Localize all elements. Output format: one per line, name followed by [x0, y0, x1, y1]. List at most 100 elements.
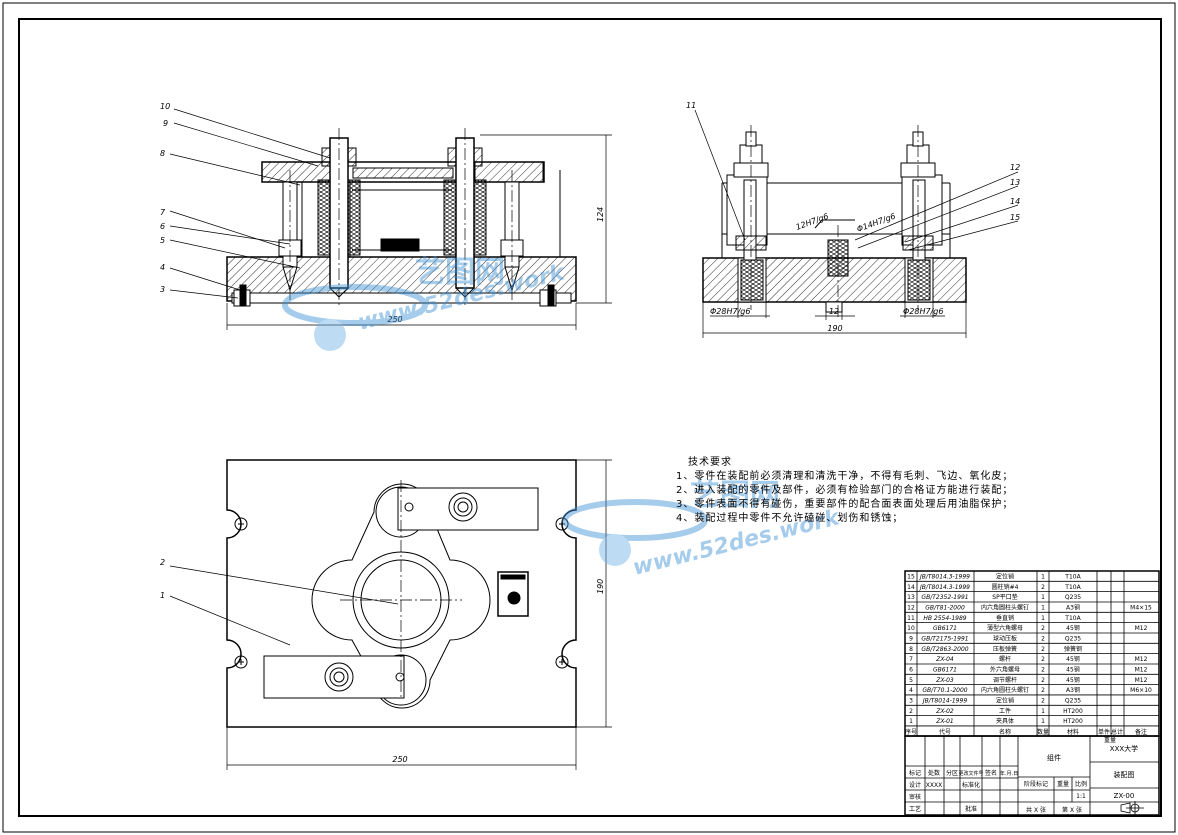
tb-date: 年.月.日 — [1000, 770, 1018, 777]
technical-notes: 技术要求 1、零件在装配前必须清理和清洗干净，不得有毛刺、飞边、氧化皮； 2、进… — [676, 456, 1013, 526]
bom-cell-qty: 2 — [1041, 584, 1045, 591]
bom-cell-name: 内六角圆柱头螺钉 — [981, 603, 1029, 611]
bom-cell-qty: 2 — [1041, 697, 1045, 704]
part-name: 组件 — [1047, 753, 1061, 762]
bom-cell-material: A3钢 — [1066, 603, 1080, 611]
bom-cell-qty: 1 — [1041, 594, 1045, 601]
side-fit-a: 12H7/g6 — [795, 212, 830, 232]
bom-cell-material: HT200 — [1063, 708, 1083, 715]
balloon-11: 11 — [686, 101, 696, 110]
bom-cell-no: 8 — [909, 646, 913, 653]
bom-header: 代号 — [939, 728, 951, 736]
bom-cell-no: 5 — [909, 677, 913, 684]
bom-cell-note: M4×15 — [1130, 604, 1152, 611]
bom-cell-code: GB6171 — [933, 666, 957, 673]
bom-cell-no: 2 — [909, 708, 913, 715]
balloon-3: 3 — [160, 285, 165, 294]
bom-cell-no: 12 — [907, 604, 915, 611]
bom-header: 数量 — [1037, 728, 1049, 736]
side-left-fit: Φ28H7/g6 — [710, 307, 750, 316]
bom-cell-code: GB6171 — [933, 625, 957, 632]
bom-cell-code: GB/T2863-2000 — [921, 646, 968, 653]
balloon-8: 8 — [160, 149, 165, 158]
bom-cell-qty: 1 — [1041, 708, 1045, 715]
bom-cell-code: JB/T8014.3-1999 — [919, 584, 970, 591]
approve-label: 批准 — [965, 805, 977, 813]
bom-cell-no: 14 — [907, 584, 915, 591]
bom-cell-note: M12 — [1135, 677, 1148, 684]
bom-cell-name: 调节螺杆 — [993, 676, 1017, 684]
side-view — [694, 109, 1019, 338]
title-block-text: XXX大学 组件 装配图 ZX-00 阶段标记 重量 比例 1:1 共 X 张 … — [909, 744, 1138, 814]
watermark-brand-2: 艺图网 — [690, 478, 780, 513]
balloon-12: 12 — [1010, 163, 1020, 172]
bom-cell-qty: 2 — [1041, 656, 1045, 663]
stage-label: 阶段标记 — [1024, 780, 1048, 788]
bom-cell-no: 10 — [907, 625, 915, 632]
balloon-2: 2 — [160, 558, 165, 567]
bom-header: 名称 — [999, 728, 1011, 736]
note-4: 4、装配过程中零件不允许磕碰、划伤和锈蚀； — [676, 513, 904, 524]
bom-cell-name: 夹具体 — [996, 717, 1014, 725]
bom-cell-qty: 1 — [1041, 574, 1045, 581]
balloon-6: 6 — [160, 222, 165, 231]
bom-cell-no: 6 — [909, 666, 913, 673]
bom-cell-qty: 2 — [1041, 625, 1045, 632]
bom-cell-material: 45钢 — [1066, 624, 1080, 632]
side-right-fit: Φ28H7/g6 — [903, 307, 943, 316]
bom-cell-note: M6×10 — [1130, 687, 1152, 694]
bom-header: 材料 — [1067, 728, 1079, 736]
bom-cell-code: JB/T8014.3-1999 — [919, 574, 970, 581]
bom-cell-name: 垂直销 — [996, 614, 1014, 622]
designer-label: 设计 — [909, 781, 921, 789]
bom-cell-no: 1 — [909, 718, 913, 725]
bom-cell-qty: 1 — [1041, 718, 1045, 725]
designer-name: XXXX — [926, 782, 942, 789]
tb-mark: 标记 — [909, 769, 921, 777]
bom-cell-code: GB/T70.1-2000 — [922, 687, 967, 694]
bom-cell-no: 7 — [909, 656, 913, 663]
bom-cell-no: 13 — [907, 594, 915, 601]
side-width-dim: 190 — [827, 324, 842, 333]
tb-change: 更改文件号 — [958, 770, 983, 777]
sheet-total: 共 X 张 — [1026, 806, 1046, 814]
school-name: XXX大学 — [1110, 744, 1138, 753]
bom-cell-material: HT200 — [1063, 718, 1083, 725]
bom-cell-material: T10A — [1064, 574, 1081, 581]
bom-cell-material: 45钢 — [1066, 676, 1080, 684]
bom-header: 备注 — [1135, 728, 1147, 736]
bom-cell-name: SP平口垫 — [992, 593, 1017, 601]
scale-value: 1:1 — [1076, 793, 1086, 800]
bom-cell-name: 内六角圆柱头螺钉 — [981, 686, 1029, 694]
check-label: 审核 — [909, 793, 921, 801]
bom-header-weight: 重量 — [1104, 736, 1116, 744]
bom-cell-qty: 1 — [1041, 615, 1045, 622]
bom-cell-qty: 2 — [1041, 635, 1045, 642]
drawing-no: ZX-00 — [1114, 792, 1135, 800]
note-1: 1、零件在装配前必须清理和清洗干净，不得有毛刺、飞边、氧化皮； — [676, 471, 1014, 482]
bom-cell-code: ZX-01 — [935, 718, 953, 725]
balloon-14: 14 — [1010, 197, 1020, 206]
plan-view-labels: 250 190 2 1 — [160, 558, 605, 764]
bom-cell-no: 11 — [907, 615, 915, 622]
side-fit-b: Φ14H7/g6 — [856, 212, 897, 234]
bom-cell-no: 9 — [909, 635, 913, 642]
notes-title: 技术要求 — [688, 457, 732, 468]
bom-cell-code: ZX-02 — [935, 708, 954, 715]
plan-width-dim: 250 — [392, 755, 407, 764]
bom-cell-material: 45钢 — [1066, 655, 1080, 663]
bom-text: 1 5 JB/T8014.3-1999 定位销 1 T10A 14 JB/T8014.3-19… — [905, 573, 1152, 744]
plan-view — [169, 459, 612, 770]
balloon-7: 7 — [160, 208, 166, 217]
tb-count: 处数 — [928, 769, 940, 777]
bom-cell-name: 螺杆 — [999, 655, 1011, 663]
note-2: 2、进入装配的零件及部件，必须有检验部门的合格证方能进行装配； — [676, 485, 1014, 496]
bom-cell-qty: 2 — [1041, 677, 1045, 684]
bom-cell-material: Q235 — [1065, 594, 1081, 601]
bom-cell-material: Q235 — [1065, 697, 1081, 704]
front-view-labels: 250 124 10 9 8 7 6 5 4 3 — [160, 102, 605, 324]
bom-cell-qty: 1 — [1041, 604, 1045, 611]
side-slot-dim: 12 — [829, 307, 839, 316]
bom-cell-name: 定位销 — [996, 696, 1014, 704]
tb-sign: 签名 — [985, 769, 997, 777]
